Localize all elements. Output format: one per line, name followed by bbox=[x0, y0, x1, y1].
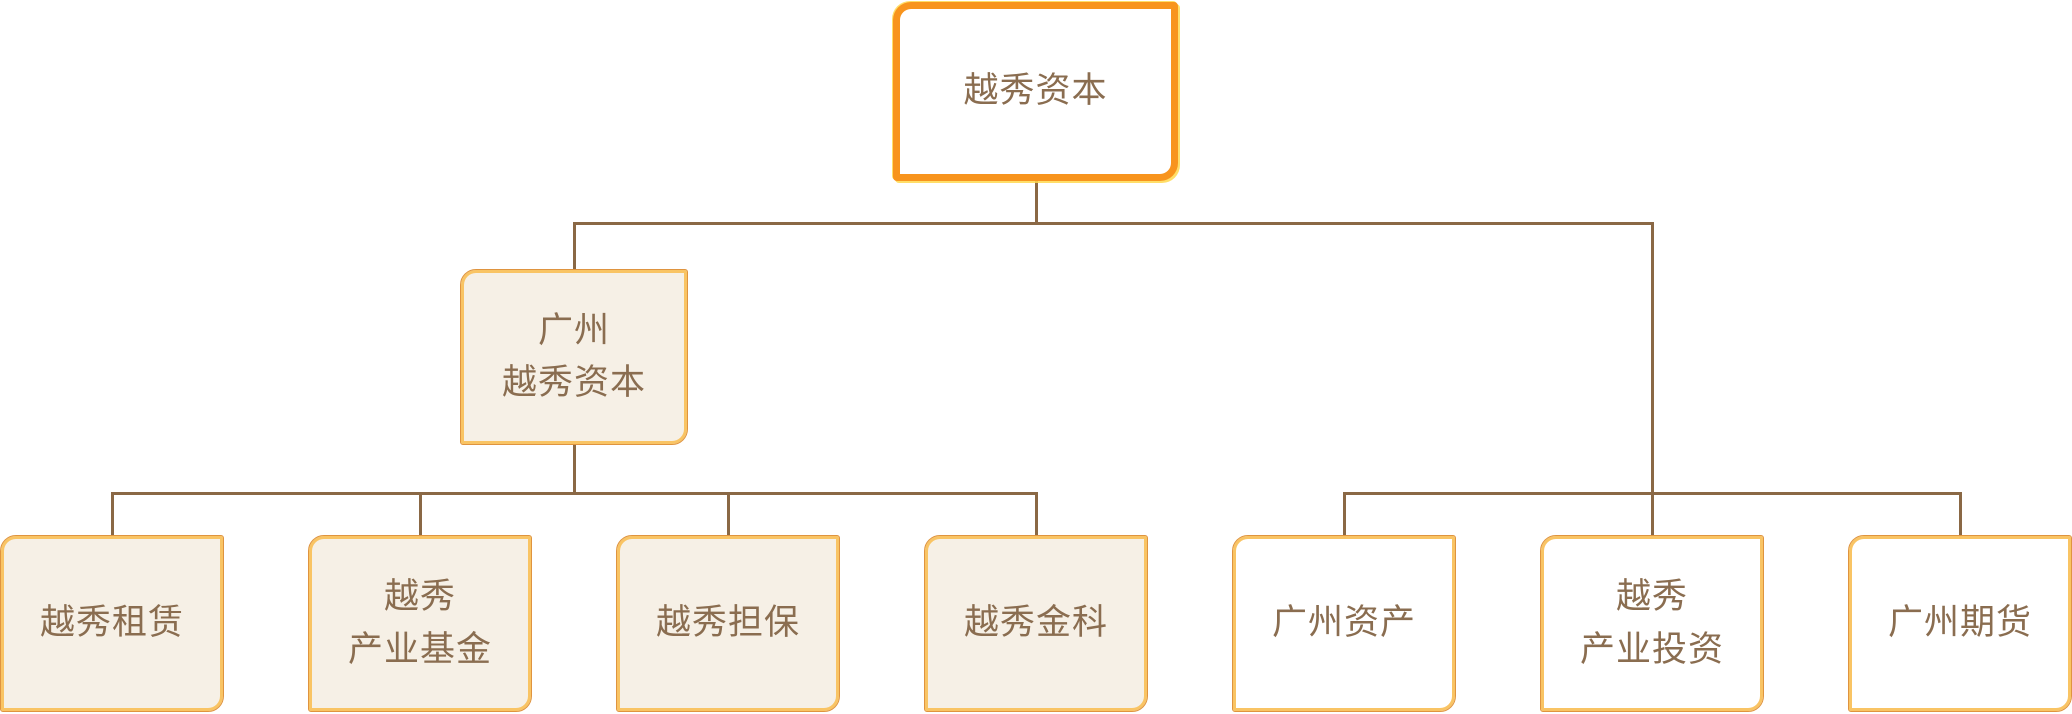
connector-drop-yuexiu-industry-fund bbox=[418, 492, 422, 537]
node-guangzhou-futures-label: 广州期货 bbox=[1887, 603, 2032, 644]
node-yuexiu-fintech-label: 越秀金科 bbox=[963, 603, 1108, 644]
node-yuexiu-industry-investment-label: 越秀 产业投资 bbox=[1579, 577, 1724, 670]
connector-rail-right bbox=[1342, 492, 1962, 495]
connector-drop-yuexiu-leasing bbox=[110, 492, 114, 537]
connector-drop-yuexiu-guarantee bbox=[726, 492, 730, 537]
node-yuexiu-leasing: 越秀租赁 bbox=[0, 535, 224, 712]
connector-right-branch bbox=[1650, 222, 1654, 537]
node-guangzhou-yuexiu-capital: 广州 越秀资本 bbox=[460, 269, 688, 445]
node-guangzhou-asset-label: 广州资产 bbox=[1271, 603, 1416, 644]
node-yuexiu-leasing-label: 越秀租赁 bbox=[39, 603, 184, 644]
node-yuexiu-fintech: 越秀金科 bbox=[924, 535, 1148, 712]
connector-drop-guangzhou-asset bbox=[1342, 492, 1346, 537]
connector-root-stem bbox=[1034, 181, 1038, 225]
node-yuexiu-industry-fund: 越秀 产业基金 bbox=[308, 535, 532, 712]
connector-level2-stem-bottom bbox=[572, 445, 576, 495]
node-guangzhou-yuexiu-capital-label: 广州 越秀资本 bbox=[501, 310, 646, 404]
connector-level2-stem-top bbox=[572, 222, 576, 269]
node-yuexiu-capital: 越秀资本 bbox=[893, 2, 1178, 181]
node-yuexiu-capital-label: 越秀资本 bbox=[963, 71, 1108, 112]
node-guangzhou-asset: 广州资产 bbox=[1232, 535, 1456, 712]
connector-rail-level1 bbox=[572, 222, 1654, 225]
connector-rail-left bbox=[110, 492, 1038, 495]
node-guangzhou-futures: 广州期货 bbox=[1848, 535, 2072, 712]
connector-drop-yuexiu-fintech bbox=[1034, 492, 1038, 537]
node-yuexiu-guarantee: 越秀担保 bbox=[616, 535, 840, 712]
node-yuexiu-industry-investment: 越秀 产业投资 bbox=[1540, 535, 1764, 712]
node-yuexiu-industry-fund-label: 越秀 产业基金 bbox=[347, 577, 492, 670]
connector-drop-guangzhou-futures bbox=[1958, 492, 1962, 537]
node-yuexiu-guarantee-label: 越秀担保 bbox=[655, 603, 800, 644]
